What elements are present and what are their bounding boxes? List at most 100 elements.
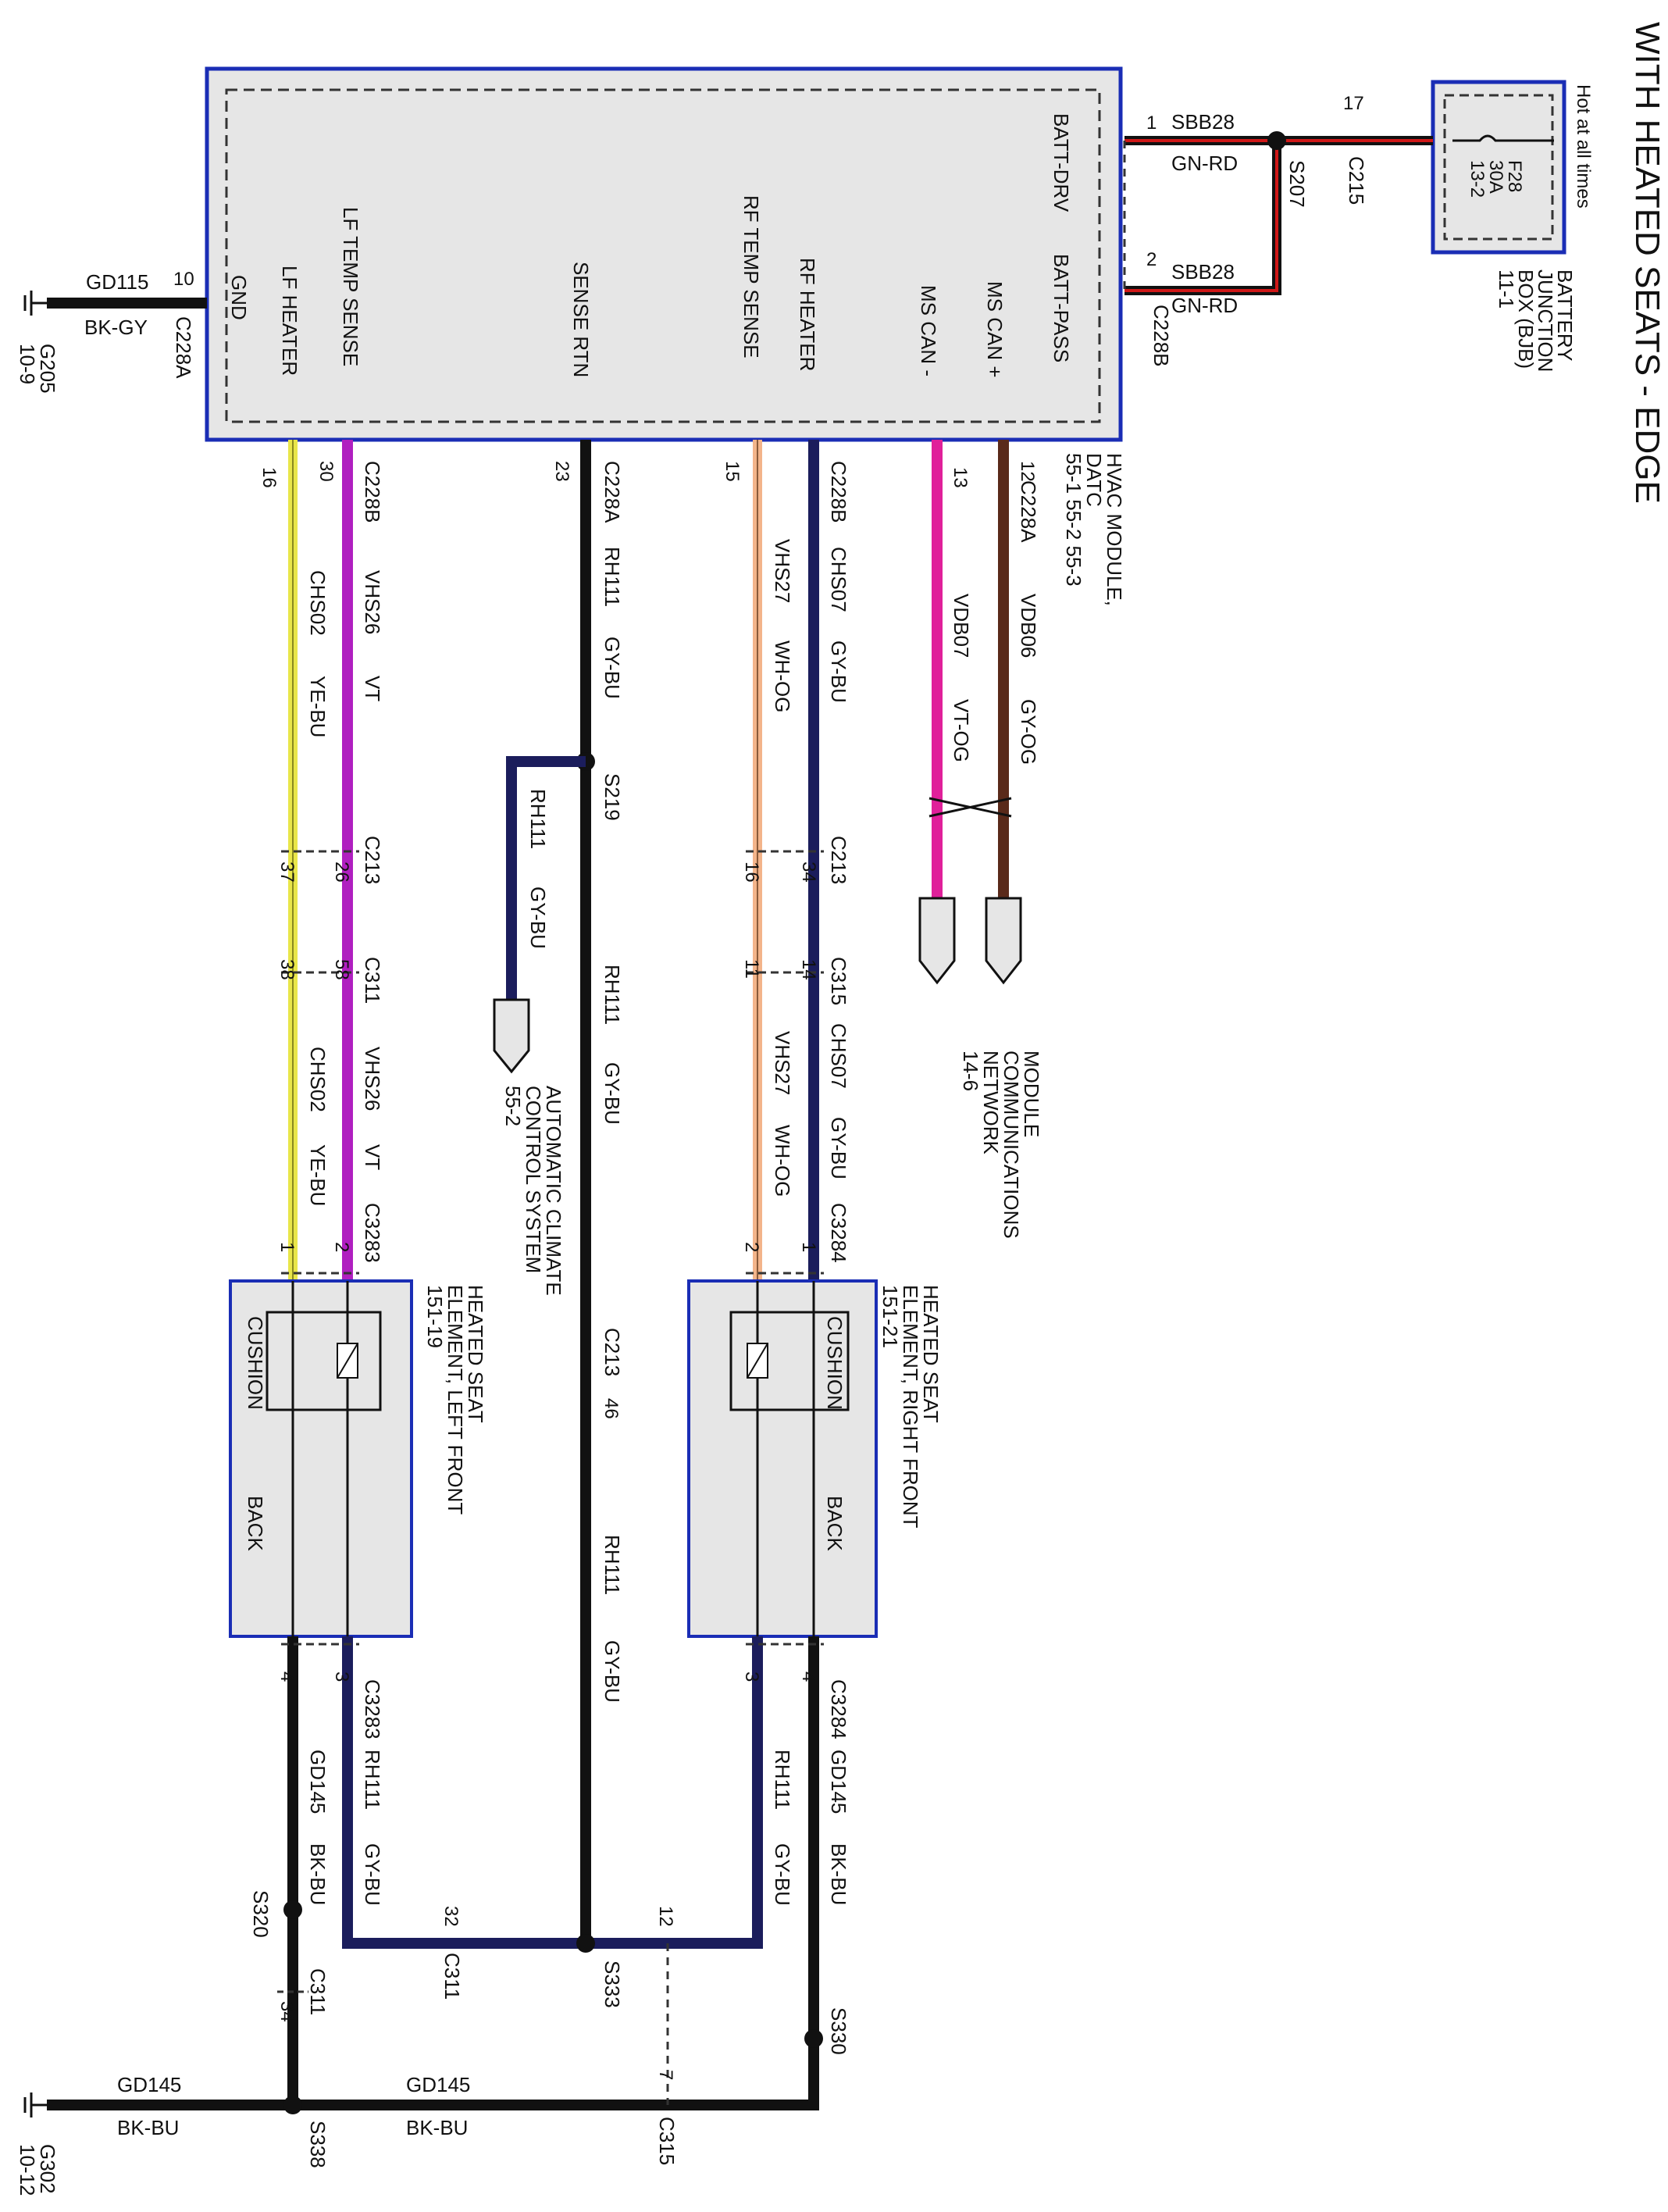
diagram-title: WITH HEATED SEATS - EDGE — [1628, 22, 1666, 504]
pin-16-lf: 16 — [258, 467, 280, 488]
top-ground: GD115 BK-GY 10 C228A G205 10-9 — [16, 269, 207, 394]
acc-line-2: CONTROL SYSTEM — [522, 1086, 545, 1273]
rf-wires: 15 C228B CHS07 GY-BU VHS27 WH-OG C213 34… — [722, 440, 850, 1281]
c228b-batt: C228B — [1149, 305, 1173, 367]
s320: S320 — [249, 1890, 273, 1938]
gd115-circuit: GD115 — [86, 270, 148, 294]
hvac-pin-batt-pass: BATT-PASS — [1050, 254, 1073, 362]
pin-30: 30 — [315, 461, 337, 482]
lf-back: BACK — [244, 1496, 267, 1551]
vdb06: VDB06 — [1017, 594, 1040, 658]
hvac-pin-rf-temp-sense: RF TEMP SENSE — [740, 195, 763, 359]
c213-lf: C213 — [361, 836, 384, 884]
rf-seat-line-2: ELEMENT, RIGHT FRONT — [899, 1285, 922, 1529]
gd145-lf: GD145 — [306, 1750, 330, 1814]
s219: S219 — [601, 773, 624, 821]
c3283-lower: C3283 — [361, 1679, 384, 1739]
hvac-pin-ms-can-minus: MS CAN - — [917, 285, 940, 376]
pin-46: 46 — [601, 1398, 622, 1419]
g205-label: G205 — [36, 344, 59, 394]
pin-3-rf: 3 — [741, 1671, 762, 1682]
rh111-sense-upper: RH111 — [601, 547, 624, 607]
battery-junction-box: F28 30A 13-2 Hot at all times BATTERY JU… — [1431, 80, 1594, 372]
bjb-name-line-2: JUNCTION — [1534, 269, 1557, 372]
pin-1-lf: 1 — [276, 1242, 298, 1252]
c3283-upper: C3283 — [361, 1203, 384, 1263]
hvac-module-name: HVAC MODULE, DATC 55-1 55-2 55-3 — [1062, 453, 1126, 606]
module-communications-network: MODULE COMMUNICATIONS NETWORK 14-6 — [959, 1051, 1043, 1239]
lf-seat-line-1: HEATED SEAT — [464, 1285, 487, 1423]
ye-bu-upper: YE-BU — [306, 676, 330, 737]
gd115-color: BK-GY — [84, 316, 148, 339]
c228b-lf: C228B — [361, 461, 384, 523]
rh111-rf: RH111 — [771, 1750, 794, 1810]
vhs27-upper: VHS27 — [771, 539, 794, 603]
chs07-upper: CHS07 — [827, 547, 850, 612]
vt-og: VT-OG — [950, 699, 973, 762]
c213-sense: C213 — [601, 1328, 624, 1376]
rf-cushion: CUSHION — [823, 1316, 846, 1410]
hvac-module: BATT-DRV BATT-PASS MS CAN + MS CAN - RF … — [205, 66, 1123, 442]
c228b-rf: C228B — [827, 461, 850, 523]
gd115-connector: C228A — [172, 316, 195, 379]
lf-seat-line-2: ELEMENT, LEFT FRONT — [444, 1285, 467, 1515]
hvac-pin-lf-heater: LF HEATER — [278, 266, 301, 376]
gn-rd-lower: GN-RD — [1171, 294, 1238, 317]
lf-seat-name: HEATED SEAT ELEMENT, LEFT FRONT 151-19 — [423, 1285, 487, 1515]
sbb28-lower: SBB28 — [1171, 260, 1235, 284]
pin-17: 17 — [1343, 93, 1364, 114]
bjb-name-line-3: BOX (BJB) — [1514, 269, 1538, 369]
gd145-bottom-left: GD145 — [117, 2073, 181, 2096]
mcn-line-3: NETWORK — [979, 1051, 1003, 1155]
pin-2: 2 — [1146, 249, 1157, 270]
pin-4-rf: 4 — [798, 1671, 819, 1682]
gy-bu-acc: GY-BU — [526, 887, 550, 949]
mcn-line-4: 14-6 — [959, 1051, 982, 1091]
gd115-pin: 10 — [173, 269, 194, 290]
pin-1: 1 — [1146, 112, 1157, 134]
c3284-upper: C3284 — [827, 1203, 850, 1263]
g302-label: G302 — [36, 2144, 59, 2194]
c315-lower: C315 — [655, 2117, 679, 2165]
hvac-name-line-1: HVAC MODULE, — [1103, 453, 1126, 606]
mcn-line-1: MODULE — [1020, 1051, 1043, 1137]
pin-1-rf: 1 — [798, 1242, 819, 1252]
vhs27-lower: VHS27 — [771, 1031, 794, 1095]
bjb-rating: 30A — [1485, 160, 1506, 194]
pin-12-c315: 12 — [655, 1906, 676, 1927]
hvac-name-line-2: DATC — [1082, 453, 1106, 507]
wh-og-lower: WH-OG — [771, 1125, 794, 1197]
rf-seat-line-1: HEATED SEAT — [919, 1285, 943, 1423]
pin-7: 7 — [655, 2070, 676, 2080]
sbb28-upper: SBB28 — [1171, 110, 1235, 134]
automatic-climate-control-system: AUTOMATIC CLIMATE CONTROL SYSTEM 55-2 — [501, 1086, 565, 1296]
lf-lower-wires: C3283 3 4 RH111 GY-BU GD145 BK-BU S320 C… — [249, 1636, 445, 2105]
pin-2-lf: 2 — [331, 1242, 352, 1252]
pin-34: 34 — [798, 862, 819, 883]
gy-bu-sense-mid: GY-BU — [601, 1062, 624, 1125]
ms-can-wires: 12 C228A 13 VDB06 GY-OG VDB07 VT-OG — [918, 440, 1040, 985]
lf-cushion: CUSHION — [244, 1316, 267, 1410]
acc-line-1: AUTOMATIC CLIMATE — [542, 1086, 565, 1296]
s333: S333 — [601, 1960, 624, 2008]
pin-37: 37 — [276, 862, 298, 883]
vhs26-upper: VHS26 — [361, 570, 384, 634]
gd145-bottom-right: GD145 — [406, 2073, 470, 2096]
c228a-sense: C228A — [601, 461, 624, 523]
pin-12: 12 — [1017, 461, 1038, 482]
rf-seat-element: CUSHION BACK — [687, 1279, 878, 1638]
hvac-pin-batt-drv: BATT-DRV — [1050, 113, 1073, 212]
pin-2-rf: 2 — [741, 1242, 762, 1252]
c213-rf: C213 — [827, 836, 850, 884]
s207: S207 — [1285, 160, 1309, 208]
mcn-line-2: COMMUNICATIONS — [1000, 1051, 1023, 1239]
power-feed-wires: SBB28 GN-RD 1 SBB28 GN-RD 2 C228B S207 1… — [1123, 93, 1433, 367]
rh111-acc: RH111 — [526, 789, 550, 849]
gn-rd-upper: GN-RD — [1171, 152, 1238, 175]
vt-upper: VT — [361, 676, 384, 701]
rf-back: BACK — [823, 1496, 846, 1551]
pin-32: 32 — [440, 1906, 462, 1927]
gd145-rf: GD145 — [827, 1750, 850, 1814]
g302-ref: 10-12 — [16, 2144, 39, 2196]
vhs26-lower: VHS26 — [361, 1047, 384, 1111]
